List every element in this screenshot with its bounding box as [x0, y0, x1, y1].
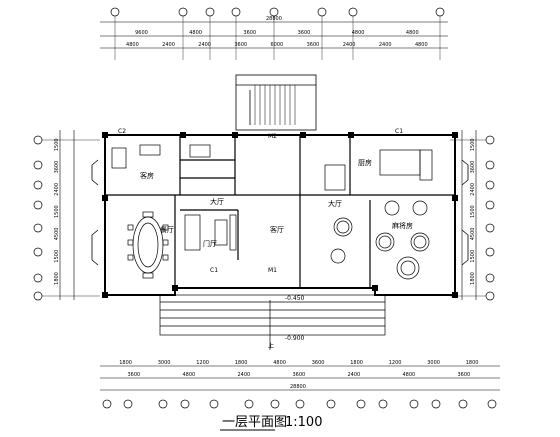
window-tag-c2: C2 [118, 128, 126, 135]
dimension-value: 3000 [427, 360, 440, 366]
dimension-value: 4800 [406, 30, 419, 36]
dimension-value: 3000 [158, 360, 171, 366]
room-dining: 餐厅 [160, 225, 174, 234]
room-hall-right: 大厅 [328, 199, 342, 208]
dimension-value: 4500 [470, 228, 476, 241]
columns [102, 132, 458, 298]
room-mahjong: 麻将房 [392, 221, 413, 230]
dimension-value: 4800 [126, 42, 139, 48]
drawing-scale: 1:100 [285, 415, 322, 430]
dimension-value: 1800 [470, 272, 476, 285]
dimension-value: 2400 [198, 42, 211, 48]
axis-bubbles-bottom [102, 399, 497, 409]
dimension-value: 1800 [119, 360, 132, 366]
dimension-value: 3600 [234, 42, 247, 48]
front-steps [159, 294, 386, 350]
window-tag-c1-front: C1 [210, 267, 218, 274]
dimension-value: 3600 [307, 42, 320, 48]
dimension-value: 3600 [312, 360, 325, 366]
room-hall-left: 大厅 [210, 197, 224, 206]
dimension-value: 3600 [243, 30, 256, 36]
window-tag-c1: C1 [395, 128, 403, 135]
dimension-value: 1800 [235, 360, 248, 366]
exterior-walls [104, 134, 456, 296]
dimension-value: 1800 [350, 360, 363, 366]
dimension-value: 2400 [470, 183, 476, 196]
stair-up-label: 上 [268, 342, 274, 350]
round-tables [330, 200, 430, 280]
interior-walls [105, 135, 455, 288]
door-tag-m1: M1 [268, 267, 277, 274]
elevation-tag-b: -0.900 [285, 335, 305, 342]
dimension-value: 4800 [403, 372, 416, 378]
dimension-value: 4500 [54, 228, 60, 241]
room-guest-bedroom: 客房 [140, 171, 154, 180]
foyer-sofa [184, 214, 237, 251]
guest-room-furniture [111, 144, 433, 191]
dimension-value: 1500 [54, 138, 60, 151]
dimension-value: 4800 [415, 42, 428, 48]
dimension-value: 1800 [54, 272, 60, 285]
dimension-column-right: 1500 3600 2400 1500 4500 1500 1800 [470, 138, 476, 284]
dimension-row-bottom-1: 1800 3000 1200 1800 4800 3600 1800 1200 3000 1800 [119, 360, 478, 366]
dimension-value: 3600 [458, 372, 471, 378]
room-kitchen: 厨房 [358, 158, 372, 167]
dimension-row-top-2: 4800 2400 2400 3600 6000 3600 2400 2400 4800 [126, 42, 428, 48]
dimension-value: 1800 [466, 360, 479, 366]
drawing-title: 一层平面图 [222, 415, 287, 430]
dimension-value: 1500 [54, 205, 60, 218]
dimension-value: 4800 [273, 360, 286, 366]
dimension-value: 1500 [470, 250, 476, 263]
axis-bubbles-sides [33, 135, 495, 301]
dimension-bottom-total: 28800 [290, 384, 306, 390]
dimension-value: 3600 [470, 161, 476, 174]
elevation-tag-a: -0.450 [285, 295, 305, 302]
dimension-value: 1500 [470, 138, 476, 151]
dimension-total: 28800 [290, 384, 306, 390]
dimension-value: 1500 [470, 205, 476, 218]
lift-label: M2 [268, 133, 277, 140]
room-foyer: 门厅 [203, 239, 217, 248]
rear-stair [235, 74, 317, 131]
dimension-column-left: 1500 3600 2400 1500 4500 1500 1800 [54, 138, 60, 284]
dimension-value: 3600 [54, 161, 60, 174]
dimension-value: 2400 [162, 42, 175, 48]
dimension-value: 2400 [343, 42, 356, 48]
dimension-value: 4800 [189, 30, 202, 36]
room-living: 客厅 [270, 225, 284, 234]
dimension-value: 6000 [271, 42, 284, 48]
bay-windows [91, 159, 469, 266]
dimension-value: 1500 [54, 250, 60, 263]
dining-table [127, 211, 169, 279]
dimension-value: 4800 [183, 372, 196, 378]
dimension-value: 4800 [352, 30, 365, 36]
dimension-top-total: 28800 [266, 16, 282, 22]
dimension-value: 2400 [238, 372, 251, 378]
dimension-value: 3600 [293, 372, 306, 378]
dimension-value: 2400 [54, 183, 60, 196]
dimension-row-bottom-2: 3600 4800 2400 3600 2400 4800 3600 [128, 372, 471, 378]
dimension-value: 1200 [389, 360, 402, 366]
dimension-value: 2400 [379, 42, 392, 48]
dimension-value: 9600 [135, 30, 148, 36]
axis-bubbles-top [110, 7, 445, 17]
dimension-total: 28800 [266, 16, 282, 22]
dimension-value: 1200 [196, 360, 209, 366]
dimension-row-top-1: 9600 4800 3600 3600 4800 4800 [135, 30, 419, 36]
dimension-value: 3600 [298, 30, 311, 36]
dimension-value: 2400 [348, 372, 361, 378]
dimension-value: 3600 [128, 372, 141, 378]
